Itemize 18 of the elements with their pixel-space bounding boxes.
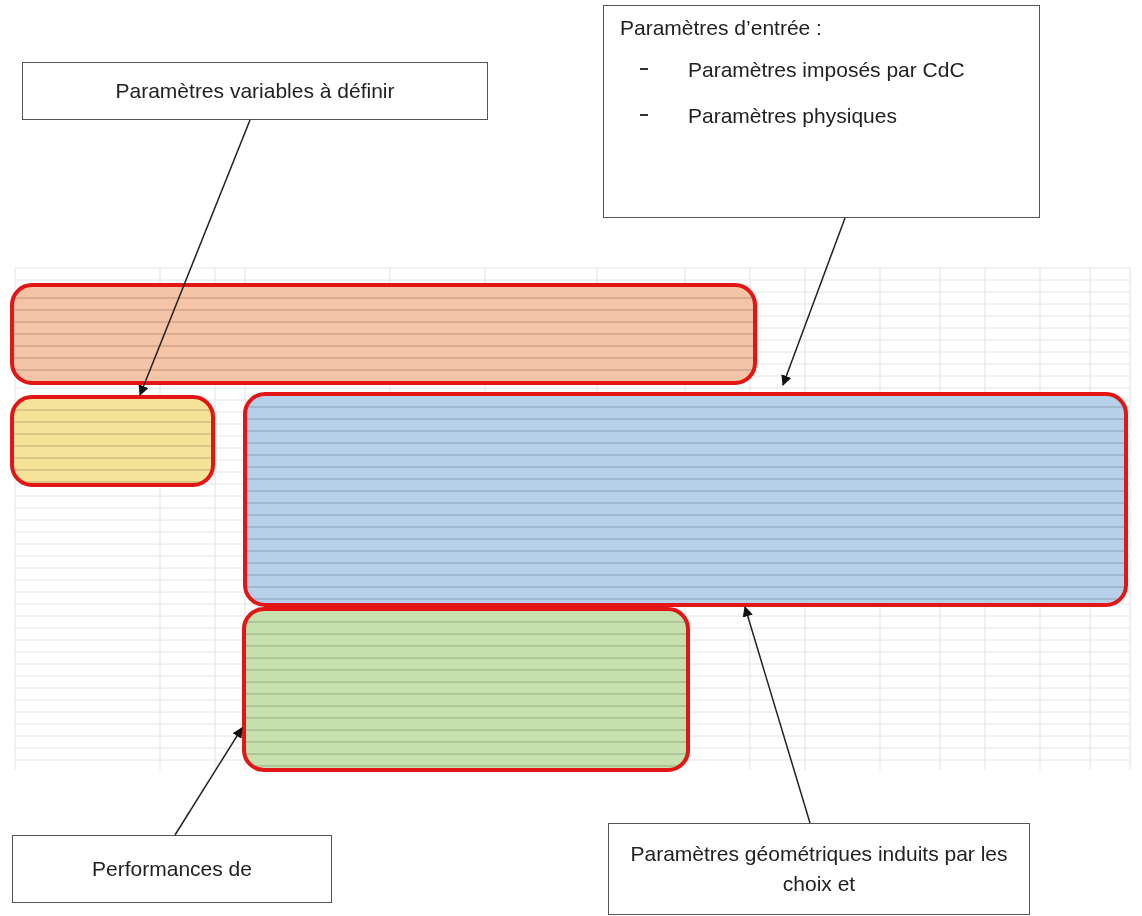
leader-arrow xyxy=(174,727,243,836)
callout-box xyxy=(22,62,488,120)
highlighted-region xyxy=(243,392,1128,607)
callout-box xyxy=(12,835,332,903)
highlighted-region xyxy=(10,395,215,487)
callout-text: Paramètres géométriques induits par les choix et xyxy=(629,840,1009,897)
leader-arrow xyxy=(742,606,811,824)
list-item: Paramètres imposés par CdC xyxy=(688,57,965,83)
callout-box xyxy=(608,823,1030,915)
callout-box xyxy=(603,5,1040,218)
callout-heading: Paramètres d’entrée : xyxy=(620,16,822,40)
callout-text: Paramètres variables à définir xyxy=(115,77,395,104)
leader-arrow xyxy=(138,119,251,396)
highlighted-region xyxy=(10,283,757,385)
callout-text: Performances de xyxy=(92,855,252,882)
leader-arrow xyxy=(781,217,846,386)
list-item: Paramètres physiques xyxy=(688,102,897,129)
highlighted-region xyxy=(242,607,690,772)
